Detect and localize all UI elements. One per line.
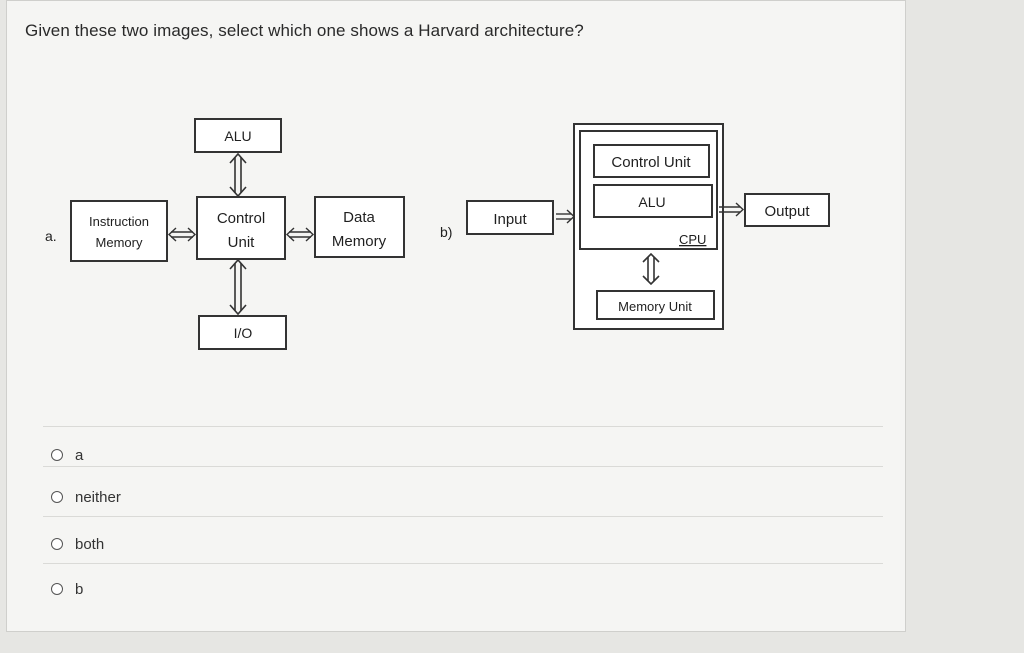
option-both[interactable]: both <box>51 533 104 555</box>
alu-label-b: ALU <box>638 194 665 210</box>
radio-button-both[interactable] <box>51 538 63 550</box>
divider <box>43 516 883 517</box>
divider <box>43 466 883 467</box>
option-a-label: a <box>75 446 84 464</box>
instruction-control-arrow <box>167 227 197 242</box>
radio-button-a[interactable] <box>51 449 63 461</box>
option-both-label: both <box>75 535 105 553</box>
alu-box-a <box>194 118 282 153</box>
data-memory-label-2: Memory <box>332 233 387 250</box>
control-unit-box-a <box>196 196 286 260</box>
diagram-a-marker: a. <box>45 228 57 244</box>
memory-unit-box <box>596 290 715 320</box>
option-b[interactable]: b <box>51 578 83 600</box>
control-unit-label-b: Control Unit <box>611 154 691 171</box>
control-unit-label-a-1: Control <box>217 210 265 227</box>
cpu-label: CPU <box>679 232 706 247</box>
control-unit-box-b <box>593 144 710 178</box>
input-label: Input <box>493 211 527 228</box>
alu-box-b <box>593 184 713 218</box>
divider <box>43 426 883 427</box>
control-io-arrow <box>229 258 247 316</box>
memory-unit-label: Memory Unit <box>618 299 692 314</box>
instruction-memory-label-2: Memory <box>96 235 143 250</box>
divider <box>43 563 883 564</box>
data-memory-label-1: Data <box>343 209 375 226</box>
option-b-label: b <box>75 580 84 598</box>
question-card: Given these two images, select which one… <box>6 0 906 632</box>
input-box <box>466 200 554 235</box>
radio-button-neither[interactable] <box>51 491 63 503</box>
diagram-b-marker: b) <box>440 224 452 240</box>
control-unit-label-a-2: Unit <box>228 234 256 251</box>
option-neither[interactable]: neither <box>51 486 121 508</box>
cpu-memory-arrow <box>642 252 660 286</box>
io-label: I/O <box>234 325 253 341</box>
diagram-b: b) Input Control Unit ALU CPU <box>440 123 830 330</box>
output-box <box>744 193 830 227</box>
diagram-a: a. ALU Instruction Memory Control Unit D… <box>45 118 405 350</box>
instruction-memory-box <box>70 200 168 262</box>
instruction-memory-label-1: Instruction <box>89 214 149 229</box>
data-memory-box <box>314 196 405 258</box>
option-a[interactable]: a <box>51 444 83 466</box>
question-text: Given these two images, select which one… <box>25 21 584 40</box>
radio-button-b[interactable] <box>51 583 63 595</box>
alu-control-arrow <box>229 152 247 198</box>
architecture-diagrams: a. ALU Instruction Memory Control Unit D… <box>45 118 830 350</box>
option-neither-label: neither <box>75 488 121 506</box>
alu-label-a: ALU <box>224 128 251 144</box>
input-cpu-arrow <box>556 209 576 224</box>
control-data-arrow <box>285 227 315 242</box>
io-box <box>198 315 287 350</box>
cpu-output-arrow <box>719 202 745 217</box>
output-label: Output <box>764 203 810 220</box>
